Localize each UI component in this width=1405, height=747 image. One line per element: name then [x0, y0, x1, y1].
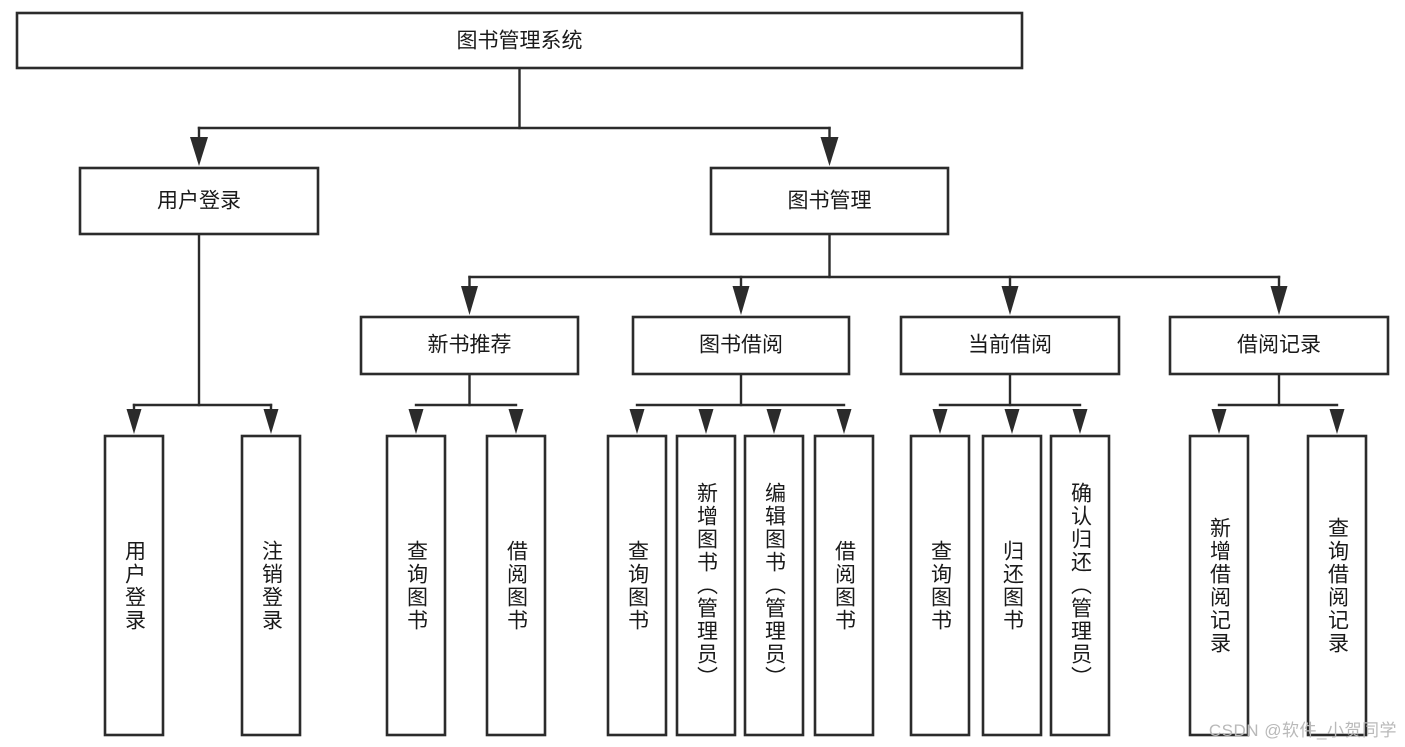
node-leaf-logout-box[interactable] [240, 434, 302, 737]
node-current-borrow-box[interactable] [899, 315, 1121, 376]
arrowhead-current-borrow [1001, 286, 1019, 315]
node-root-label: 图书管理系统 [457, 30, 583, 53]
connector-group-user-login-to-leaves [126, 232, 279, 434]
node-leaf-confirm-return-admin-box[interactable] [1049, 434, 1111, 737]
node-user-login-box[interactable] [78, 166, 320, 236]
connector-group-current-borrow-to-leaves [932, 372, 1088, 434]
node-user-login-label: 用户登录 [157, 190, 241, 213]
arrowhead-user-login [190, 137, 208, 166]
node-new-book-recommend-label: 新书推荐 [428, 334, 512, 357]
connector-group-new-book-to-leaves [408, 372, 524, 434]
node-new-book-recommend[interactable]: 新书推荐 [359, 315, 580, 376]
arrowhead-leaf-borrow-book-recommend [508, 409, 524, 434]
connector-group-borrow-record-to-leaves [1211, 372, 1345, 434]
node-leaf-borrow-book-box[interactable] [813, 434, 875, 737]
arrowhead-leaf-logout [263, 409, 279, 434]
node-leaf-query-book-recommend-box[interactable] [385, 434, 447, 737]
arrowhead-new-book [461, 286, 478, 315]
node-root[interactable]: 图书管理系统 [15, 11, 1024, 70]
node-leaf-add-borrow-record-box[interactable] [1188, 434, 1250, 737]
node-book-management-box[interactable] [709, 166, 950, 236]
node-root-box[interactable] [15, 11, 1024, 70]
node-borrow-record-label: 借阅记录 [1237, 334, 1321, 357]
node-leaf-return-book-box[interactable] [981, 434, 1043, 737]
arrowhead-leaf-add-book-admin [698, 409, 714, 434]
arrowhead-leaf-query-book-current [932, 409, 948, 434]
csdn-watermark: CSDN @软件_小贺同学 [1208, 721, 1397, 740]
node-book-borrow-box[interactable] [631, 315, 851, 376]
arrowhead-leaf-edit-book-admin [766, 409, 782, 434]
arrowhead-book-borrow [732, 286, 750, 315]
arrowhead-book-management [820, 137, 839, 166]
arrowhead-leaf-query-borrow-record [1329, 409, 1345, 434]
arrowhead-leaf-return-book [1004, 409, 1020, 434]
node-leaf-query-book-borrow-box[interactable] [606, 434, 668, 737]
node-book-management[interactable]: 图书管理 [709, 166, 950, 236]
connector-group-book-borrow-to-leaves [629, 372, 852, 434]
connector-group-root-to-level2 [190, 66, 839, 166]
node-borrow-record[interactable]: 借阅记录 [1168, 315, 1390, 376]
arrowhead-leaf-query-book-recommend [408, 409, 424, 434]
arrowhead-leaf-borrow-book [836, 409, 852, 434]
node-book-borrow[interactable]: 图书借阅 [631, 315, 851, 376]
node-leaf-query-book-current-box[interactable] [909, 434, 971, 737]
node-borrow-record-box[interactable] [1168, 315, 1390, 376]
arrowhead-leaf-add-borrow-record [1211, 409, 1227, 434]
arrowhead-leaf-query-book-borrow [629, 409, 645, 434]
node-new-book-recommend-box[interactable] [359, 315, 580, 376]
node-user-login[interactable]: 用户登录 [78, 166, 320, 236]
node-current-borrow[interactable]: 当前借阅 [899, 315, 1121, 376]
connector-group-book-management-to-level3 [461, 232, 1288, 315]
node-current-borrow-label: 当前借阅 [968, 334, 1052, 357]
node-leaf-query-borrow-record-box[interactable] [1306, 434, 1368, 737]
node-leaf-edit-book-admin-box[interactable] [743, 434, 805, 737]
node-leaf-user-login-box[interactable] [103, 434, 165, 737]
node-leaf-add-book-admin-box[interactable] [675, 434, 737, 737]
arrowhead-leaf-user-login [126, 409, 142, 434]
arrowhead-borrow-record [1270, 286, 1288, 315]
node-book-borrow-label: 图书借阅 [699, 334, 783, 357]
node-book-management-label: 图书管理 [788, 190, 872, 213]
arrowhead-leaf-confirm-return-admin [1072, 409, 1088, 434]
node-leaf-borrow-book-recommend-box[interactable] [485, 434, 547, 737]
